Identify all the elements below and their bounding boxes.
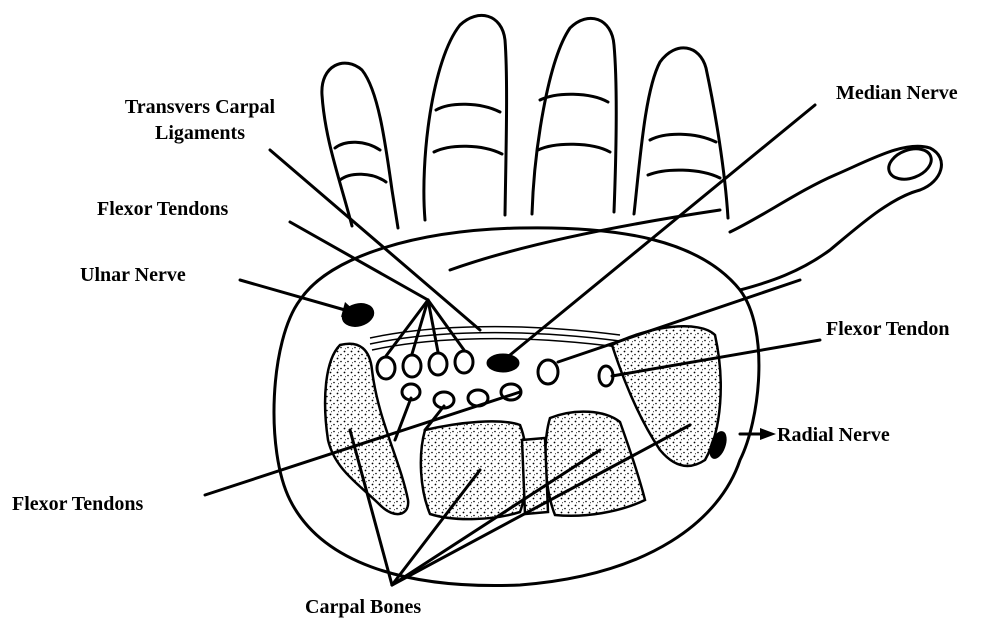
- leader-median-nerve: [510, 105, 815, 355]
- tendon-3: [429, 353, 447, 375]
- label-radial-nerve: Radial Nerve: [777, 424, 890, 446]
- label-ulnar-nerve: Ulnar Nerve: [80, 264, 186, 286]
- leader-ulnar-nerve: [240, 280, 345, 310]
- tendon-4: [455, 351, 473, 373]
- label-transverse-carpal-line1: Transvers Carpal: [70, 96, 330, 118]
- tendon-1: [377, 357, 395, 379]
- carpal-bones: [325, 326, 721, 519]
- label-transverse-carpal-line2: Ligaments: [70, 122, 330, 144]
- label-median-nerve: Median Nerve: [836, 82, 958, 104]
- median-nerve-shape: [487, 354, 519, 372]
- tendon-2: [403, 355, 421, 377]
- thumb: [730, 146, 941, 290]
- label-flexor-tendons-top: Flexor Tendons: [97, 198, 228, 220]
- label-flexor-tendon-right: Flexor Tendon: [826, 318, 950, 340]
- hand-outline: [322, 15, 942, 290]
- tendon-9: [538, 360, 558, 384]
- middle-finger: [532, 18, 616, 214]
- label-carpal-bones: Carpal Bones: [305, 596, 421, 618]
- carpal-bone-3: [545, 412, 645, 516]
- label-flexor-tendons-bottom: Flexor Tendons: [12, 493, 143, 515]
- ring-finger: [424, 15, 507, 220]
- carpal-bone-2: [421, 421, 527, 519]
